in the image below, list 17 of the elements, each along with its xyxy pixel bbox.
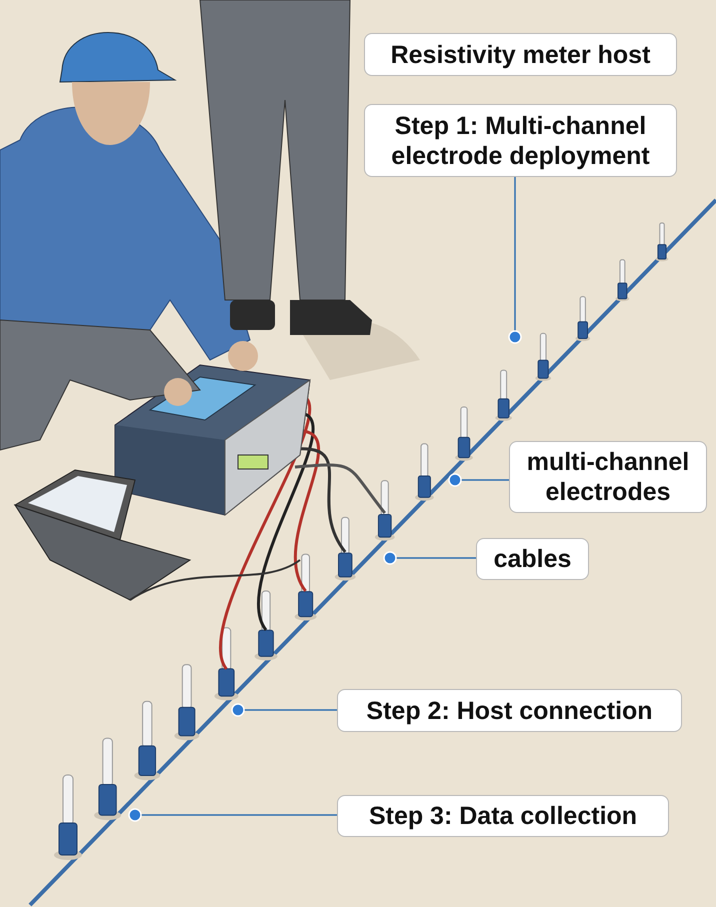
step-label-box — [337, 795, 669, 837]
label-box — [509, 441, 707, 513]
step-label-box — [364, 104, 677, 177]
leader-line — [448, 473, 509, 487]
label-text: Step 1: Multi-channel electrode deployment — [390, 110, 651, 170]
step-label-box — [337, 689, 682, 732]
label-box — [364, 33, 677, 76]
leader-line — [231, 703, 337, 717]
leader-line — [383, 551, 476, 565]
label-text: multi-channel electrodes — [526, 447, 690, 507]
label-text: cables — [494, 544, 572, 574]
label-box — [476, 538, 589, 580]
leader-line — [508, 177, 522, 344]
leader-line — [128, 808, 337, 822]
label-text: Resistivity meter host — [390, 40, 650, 70]
label-text: Step 3: Data collection — [368, 801, 638, 831]
label-text: Step 2: Host connection — [366, 696, 653, 726]
